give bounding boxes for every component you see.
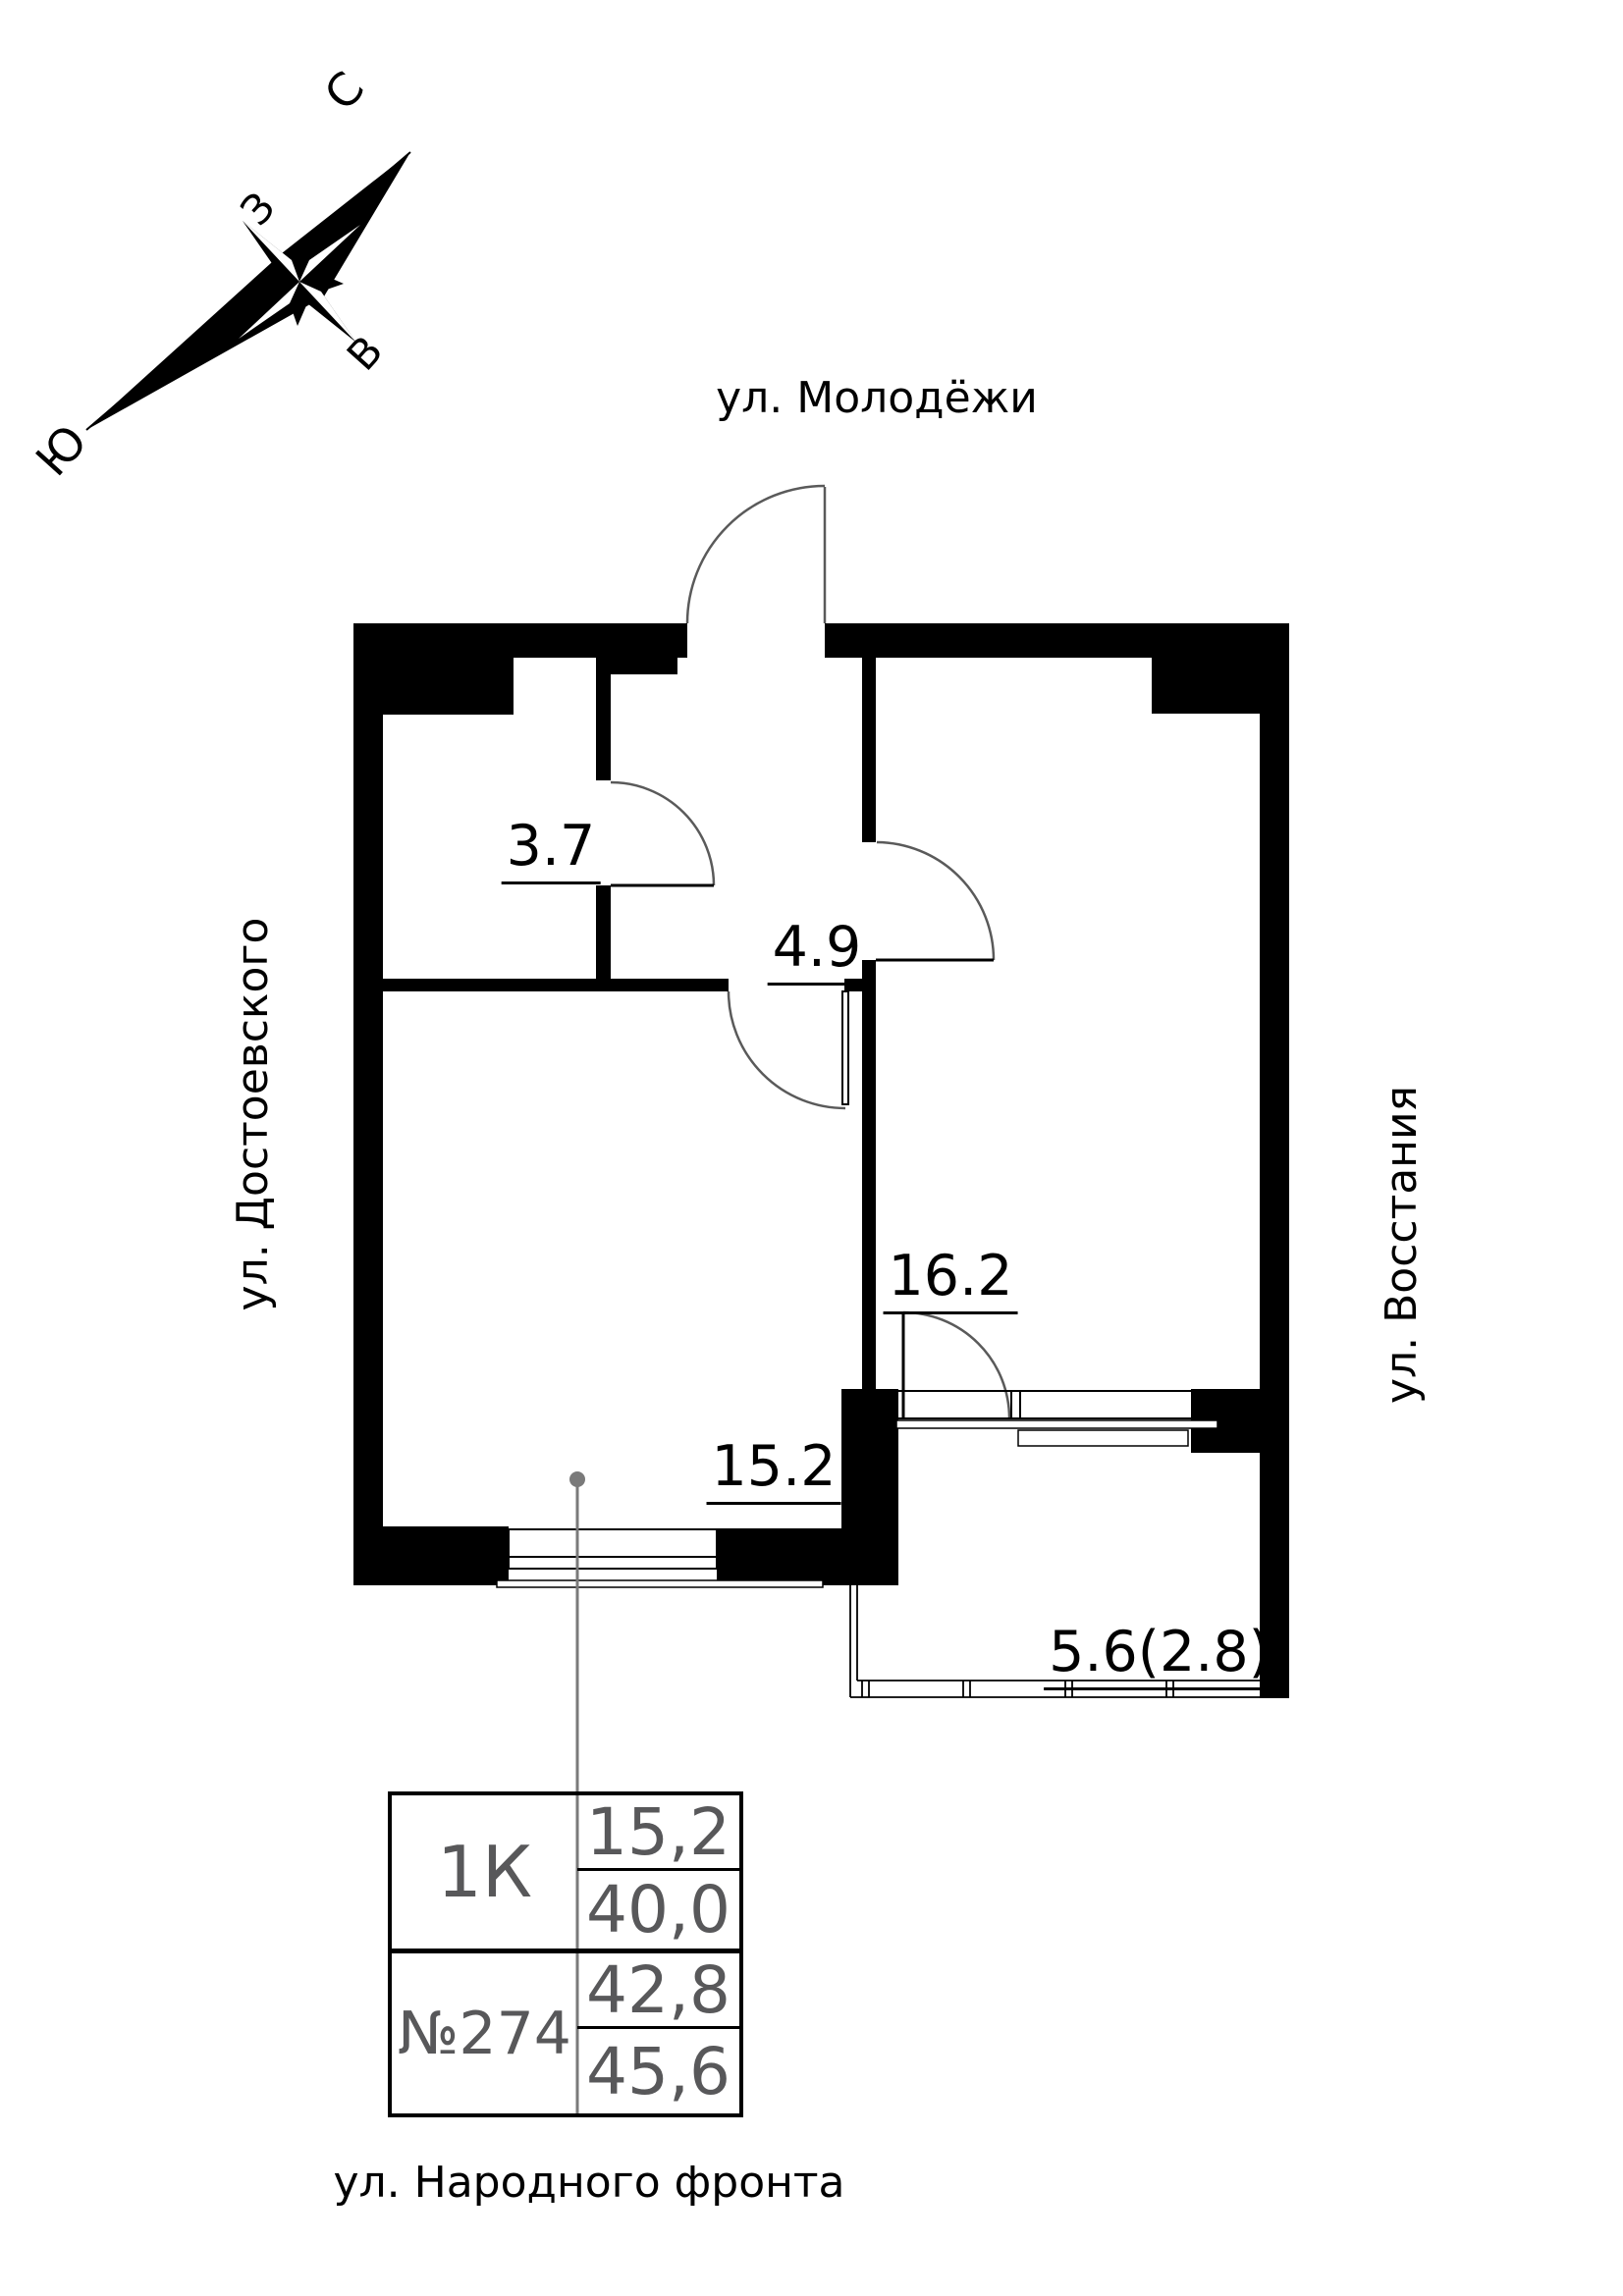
balcony-glazing	[849, 1585, 1267, 1698]
wall-entrance-step	[606, 656, 677, 674]
room-area-kitchen-living: 15.2	[706, 1439, 841, 1505]
street-label-left: ул. Достоевского	[228, 917, 278, 1311]
compass-star-highlight	[243, 221, 299, 282]
wall-left	[353, 658, 383, 1585]
compass-star-highlight	[299, 282, 356, 343]
kitchen-door-leaf	[841, 990, 849, 1105]
entrance-door	[685, 484, 827, 624]
balcony-door-arc	[902, 1310, 1011, 1419]
street-label-right: ул. Восстания	[1377, 1085, 1427, 1405]
area-value-with-half: 42,8	[577, 1952, 739, 2029]
balcony-door	[901, 1310, 1011, 1419]
living-room-window	[895, 1390, 1218, 1447]
compass-south-label: Ю	[26, 414, 97, 486]
living-room-door-arc	[876, 840, 996, 961]
room-area-hallway: 4.9	[767, 920, 867, 986]
street-label-top: ул. Молодёжи	[716, 373, 1038, 423]
room-area-bathroom: 3.7	[501, 819, 601, 884]
wall-hallway-right-upper	[862, 656, 876, 842]
window-sill	[496, 1579, 824, 1588]
leader	[569, 1471, 585, 2115]
wall-bathroom-right-lower	[596, 885, 611, 979]
wall-top-right	[825, 623, 1289, 658]
wall-right	[1260, 658, 1289, 1698]
room-area-living-room: 16.2	[883, 1249, 1018, 1314]
window-sill-step	[1017, 1429, 1189, 1447]
wall-hallway-bottom	[383, 979, 729, 991]
pier-top-right	[1152, 658, 1260, 714]
wall-bottom-left	[353, 1526, 509, 1585]
entrance-door-arc	[685, 484, 826, 624]
apartment-number-cell: №274	[398, 1999, 571, 2068]
room-area-balcony: 5.6(2.8)	[1044, 1625, 1275, 1690]
apartment-info-table: 1К №274 15,2 40,0 42,8 45,6	[388, 1791, 743, 2117]
area-value-apartment: 40,0	[577, 1871, 739, 1953]
bathroom-door-arc	[610, 780, 716, 886]
compass-rose-icon: С Ю З В	[26, 62, 411, 486]
kitchen-window	[496, 1528, 824, 1588]
bathroom-door	[610, 780, 716, 887]
compass-north-label: С	[314, 62, 375, 121]
compass-star-highlight	[239, 282, 299, 339]
wall-bathroom-right-upper	[596, 658, 611, 780]
street-label-bottom: ул. Народного фронта	[333, 2158, 845, 2208]
kitchen-door	[727, 990, 849, 1110]
pier-top-left	[383, 658, 514, 715]
compass-star-highlight	[299, 225, 360, 282]
wall-top-left	[353, 623, 687, 658]
wall-rooms-divider	[862, 960, 876, 1389]
area-value-living: 15,2	[577, 1794, 739, 1871]
apartment-type-cell: 1К	[392, 1795, 577, 1953]
compass-east-label: В	[338, 327, 393, 380]
window-sill	[895, 1419, 1218, 1429]
living-room-door	[876, 840, 996, 962]
walls	[353, 623, 1289, 1698]
kitchen-door-arc	[727, 990, 846, 1110]
compass-west-label: З	[231, 183, 284, 235]
wall-bottom-right	[717, 1528, 842, 1585]
area-value-total: 45,6	[586, 2033, 730, 2109]
compass-needle	[86, 152, 410, 430]
pier-balcony-left	[841, 1389, 898, 1585]
